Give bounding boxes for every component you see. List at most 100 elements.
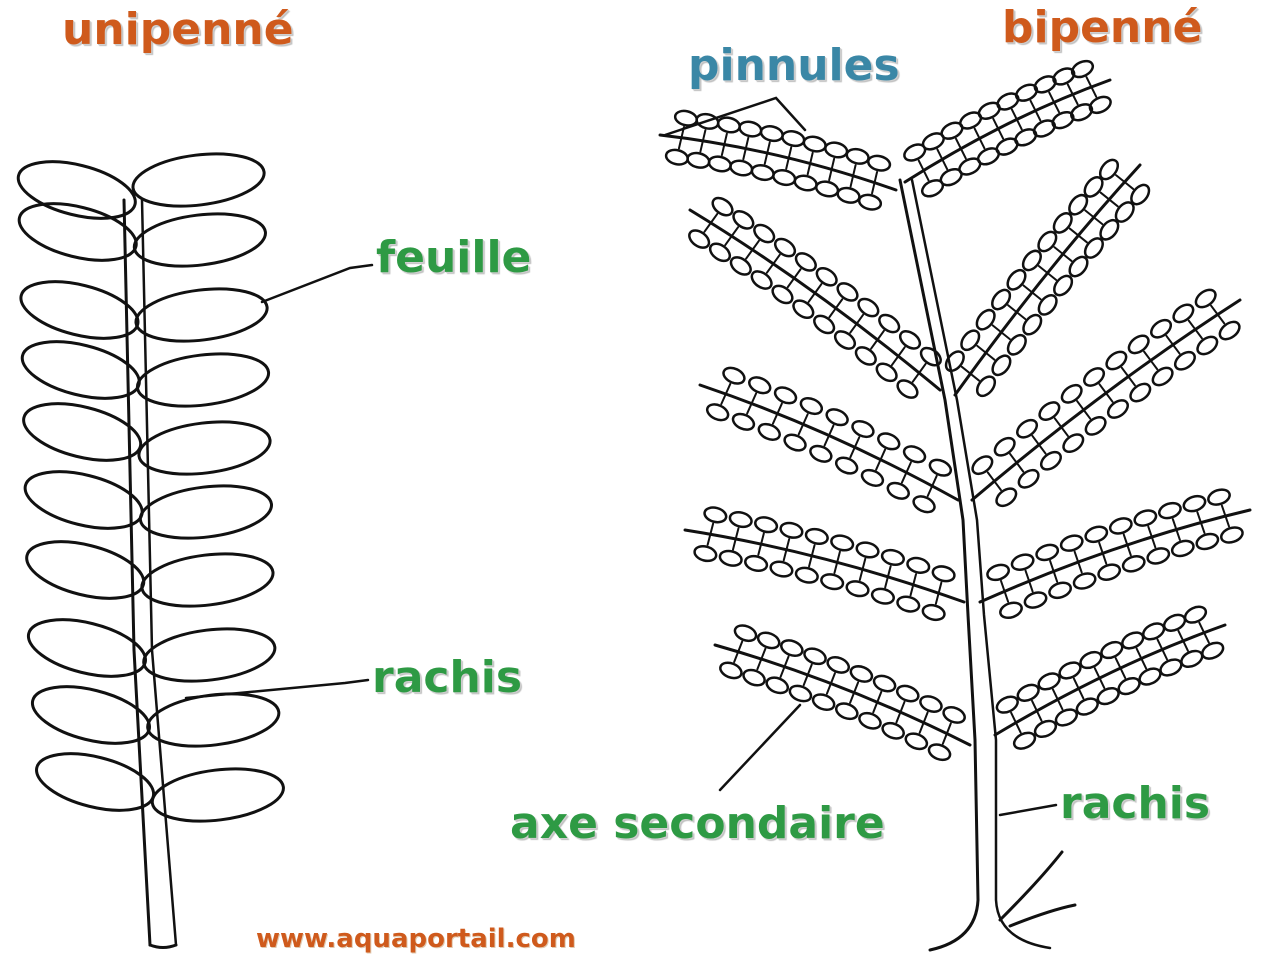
pinnule bbox=[944, 350, 965, 373]
pinnule-stalk bbox=[806, 663, 813, 676]
pinnule-stalk bbox=[1098, 677, 1106, 689]
pinnule bbox=[834, 702, 859, 721]
label-pointers bbox=[184, 96, 1058, 817]
pinnule-stalk bbox=[1015, 118, 1023, 131]
pinnule bbox=[750, 270, 773, 290]
rachis-stem bbox=[140, 198, 178, 947]
pinnule bbox=[765, 676, 790, 695]
pinnule bbox=[991, 288, 1012, 311]
pinnule-stalk bbox=[734, 527, 740, 540]
pinnule bbox=[1121, 631, 1145, 650]
pinnule-stalk bbox=[1115, 174, 1126, 184]
pinnule-stalk bbox=[1198, 621, 1206, 634]
pinnule-stalk bbox=[1066, 83, 1074, 96]
pinnule-stalk bbox=[1093, 667, 1101, 680]
pinnule-stalk bbox=[1084, 209, 1095, 219]
pinnule bbox=[834, 456, 859, 475]
pinnule bbox=[942, 706, 966, 724]
pinnule bbox=[1037, 230, 1058, 253]
pinnule-stalk bbox=[999, 579, 1006, 593]
pinnule-stalk bbox=[1085, 76, 1093, 88]
pinnule-stalk bbox=[1123, 181, 1135, 190]
rachis-stem bbox=[148, 943, 178, 949]
pinnule bbox=[729, 256, 752, 276]
pinnule bbox=[703, 506, 728, 524]
pinnule-stalk bbox=[1068, 227, 1080, 237]
pinnule-stalk bbox=[1126, 543, 1132, 557]
pinnule bbox=[919, 346, 942, 367]
pinnule bbox=[881, 721, 905, 740]
pinnule-stalk bbox=[1073, 550, 1080, 564]
pinnule bbox=[1068, 193, 1089, 216]
label-pinnules: pinnules bbox=[688, 40, 900, 91]
pinnule-stalk bbox=[763, 152, 769, 165]
pinnule-stalk bbox=[876, 329, 885, 341]
pinnule bbox=[860, 468, 885, 487]
pinnule bbox=[788, 684, 813, 703]
pinnule bbox=[872, 674, 897, 693]
pinnule bbox=[904, 732, 929, 751]
pinnule-stalk bbox=[823, 434, 830, 447]
pinnule-stalk bbox=[852, 164, 857, 177]
pinnule bbox=[996, 92, 1020, 111]
pinnule bbox=[1038, 401, 1061, 421]
pinnule-stalk bbox=[720, 143, 726, 157]
pinnule-stalk bbox=[1048, 91, 1056, 104]
pinnule-stalk bbox=[1105, 392, 1114, 403]
pinnule-stalk bbox=[742, 147, 747, 161]
pinnule-stalk bbox=[884, 575, 889, 589]
pinnule bbox=[811, 693, 836, 712]
pinnule-stalk bbox=[1150, 535, 1157, 549]
pinnule bbox=[1083, 176, 1104, 198]
pinnule-stalk bbox=[785, 157, 790, 170]
pinnule bbox=[754, 516, 779, 534]
pinnule-stalk bbox=[945, 722, 952, 735]
pinnule-stalk bbox=[787, 146, 793, 160]
pinnule-stalk bbox=[828, 307, 837, 319]
pinnule-stalk bbox=[849, 446, 856, 459]
pinnule-stalk bbox=[1029, 99, 1037, 112]
pinnule bbox=[733, 624, 758, 643]
pinnule bbox=[824, 141, 849, 159]
pinnule-stalk bbox=[1203, 631, 1210, 644]
pinnule bbox=[845, 580, 870, 598]
pinnule-stalk bbox=[829, 672, 836, 685]
pinnule-stalk bbox=[733, 650, 740, 664]
pinnule-stalk bbox=[1098, 383, 1107, 394]
pinnule-stalk bbox=[724, 235, 733, 247]
pinnule-stalk bbox=[1015, 461, 1025, 473]
pinnule-stalk bbox=[776, 402, 783, 415]
pinnule-stalk bbox=[1077, 234, 1088, 244]
pinnule bbox=[1105, 350, 1128, 371]
pinnule bbox=[781, 130, 806, 148]
rachis-stem bbox=[122, 198, 152, 947]
pinnule bbox=[1098, 158, 1120, 181]
label-axe-secondaire: axe secondaire bbox=[510, 798, 885, 849]
pinnule-stalk bbox=[1024, 569, 1031, 583]
pinnule bbox=[857, 297, 880, 318]
pinnule-stalk bbox=[853, 436, 861, 449]
pinnule-stalk bbox=[746, 402, 753, 415]
pinnule bbox=[1207, 488, 1231, 506]
pinnule bbox=[779, 521, 804, 539]
pinnule bbox=[804, 527, 829, 545]
leaflet bbox=[132, 212, 267, 268]
pinnule-stalk bbox=[706, 533, 712, 546]
pinnule bbox=[748, 376, 772, 395]
pinnule bbox=[1201, 641, 1225, 660]
pinnule-stalk bbox=[1037, 265, 1049, 274]
pinnule bbox=[825, 408, 849, 427]
pinnule bbox=[783, 433, 807, 452]
pinnule bbox=[719, 661, 743, 680]
pinnule-stalk bbox=[1147, 525, 1153, 538]
pinnule bbox=[921, 603, 946, 622]
pinnule bbox=[728, 510, 753, 529]
pinnule-stalk bbox=[1010, 108, 1018, 121]
pinnule-stalk bbox=[1049, 559, 1055, 573]
pinnule-stalk bbox=[720, 392, 727, 406]
pinnule bbox=[1138, 667, 1162, 686]
secondary-axis bbox=[698, 383, 960, 502]
pinnule bbox=[867, 154, 892, 172]
pinnule bbox=[1039, 450, 1062, 471]
pinnule bbox=[1054, 708, 1078, 727]
